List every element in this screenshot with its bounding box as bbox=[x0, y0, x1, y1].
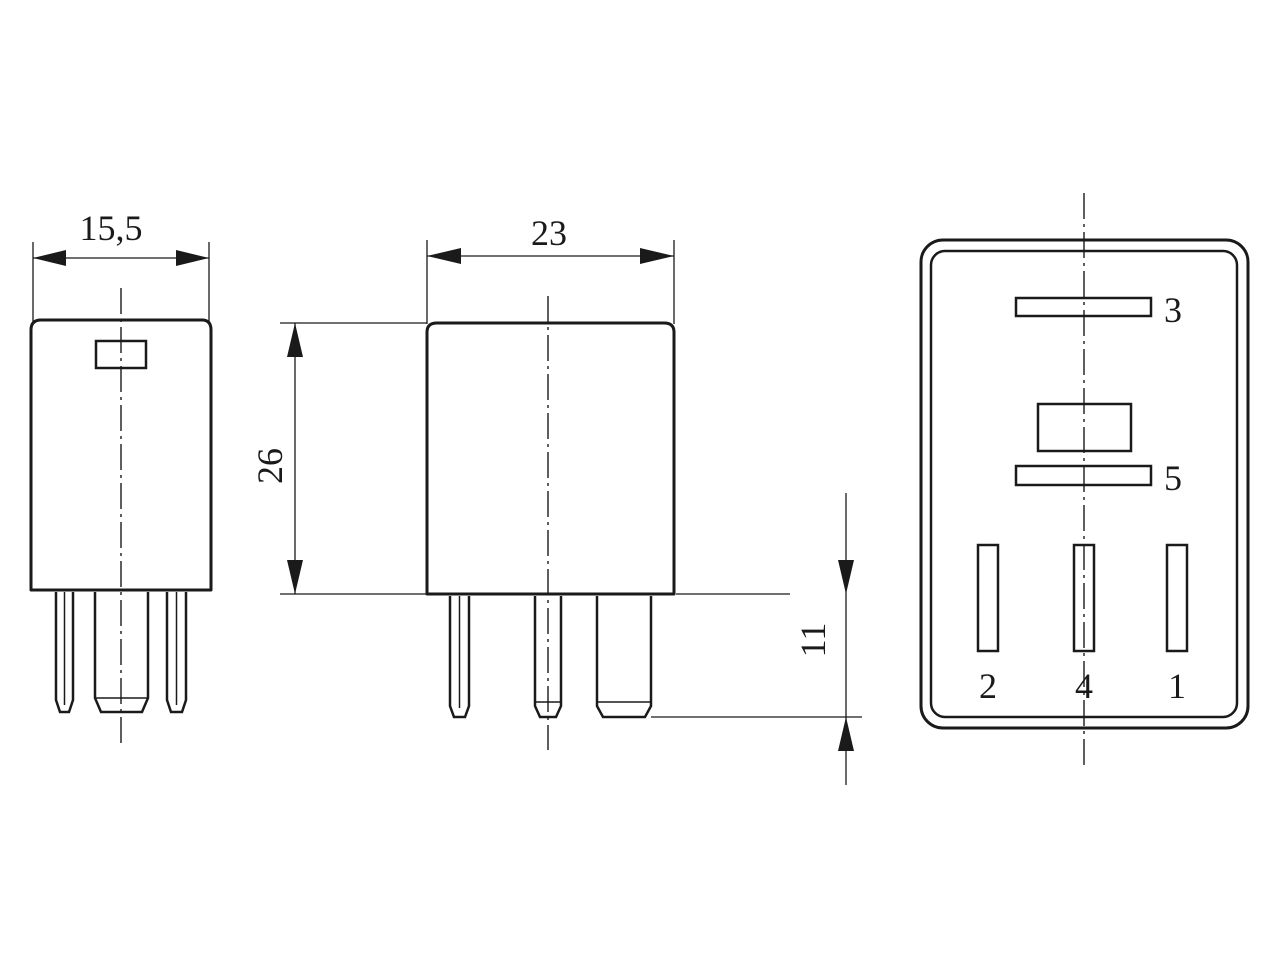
front-view: 15,5 bbox=[29, 208, 213, 745]
height-label: 26 bbox=[250, 448, 290, 484]
terminal-1-label: 1 bbox=[1168, 666, 1186, 706]
height-arrow-top bbox=[287, 323, 303, 357]
pin-length-label: 11 bbox=[793, 623, 833, 658]
side-view-pin-left bbox=[448, 596, 471, 719]
terminal-2 bbox=[976, 543, 1000, 653]
depth-arrow-left bbox=[427, 248, 461, 264]
front-view-body bbox=[29, 318, 213, 592]
width-arrow-left bbox=[33, 250, 66, 266]
terminal-5-label: 5 bbox=[1164, 458, 1182, 498]
terminal-4-label: 4 bbox=[1075, 666, 1093, 706]
pin-length-arrow-top bbox=[838, 560, 854, 594]
depth-arrow-right bbox=[640, 248, 674, 264]
side-view: 23 26 11 bbox=[250, 213, 862, 785]
terminal-1 bbox=[1165, 543, 1189, 653]
depth-label: 23 bbox=[531, 213, 567, 253]
front-view-pin-right bbox=[165, 592, 188, 714]
width-arrow-right bbox=[176, 250, 209, 266]
height-arrow-bottom bbox=[287, 560, 303, 594]
width-label: 15,5 bbox=[80, 208, 143, 248]
bottom-view: 3 5 2 4 1 bbox=[919, 193, 1250, 765]
terminal-3-label: 3 bbox=[1164, 290, 1182, 330]
side-view-pin-right bbox=[595, 596, 653, 719]
side-view-body bbox=[425, 321, 676, 596]
terminal-2-label: 2 bbox=[979, 666, 997, 706]
front-view-pin-left bbox=[54, 592, 75, 714]
pin-length-arrow-bottom bbox=[838, 717, 854, 751]
